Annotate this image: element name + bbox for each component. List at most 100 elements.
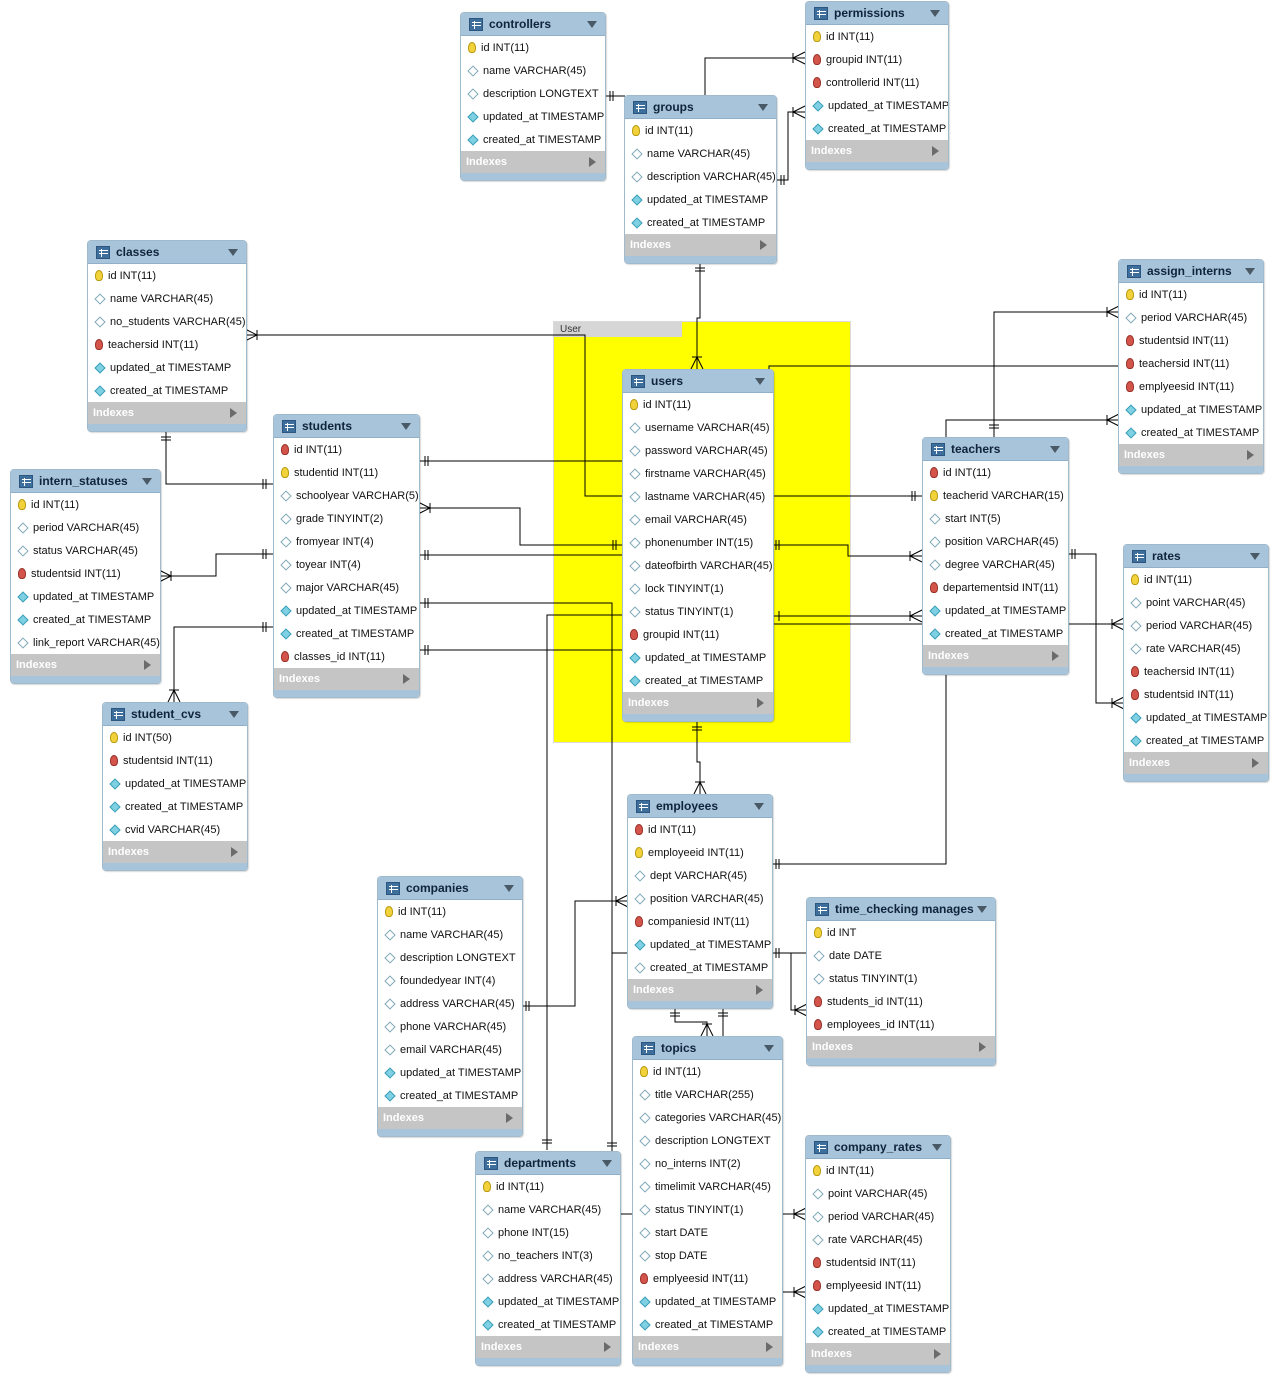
collapse-arrow-icon[interactable] xyxy=(754,803,764,810)
column-row[interactable]: password VARCHAR(45) xyxy=(623,439,773,462)
column-row[interactable]: rate VARCHAR(45) xyxy=(806,1228,950,1251)
table-header[interactable]: topics xyxy=(633,1037,782,1060)
expand-arrow-icon[interactable] xyxy=(756,985,763,995)
column-row[interactable]: id INT(11) xyxy=(628,818,772,841)
column-row[interactable]: email VARCHAR(45) xyxy=(378,1038,522,1061)
column-row[interactable]: description LONGTEXT xyxy=(378,946,522,969)
collapse-arrow-icon[interactable] xyxy=(930,10,940,17)
expand-arrow-icon[interactable] xyxy=(230,408,237,418)
column-row[interactable]: title VARCHAR(255) xyxy=(633,1083,782,1106)
column-row[interactable]: classes_id INT(11) xyxy=(274,645,419,668)
column-row[interactable]: phonenumber INT(15) xyxy=(623,531,773,554)
column-row[interactable]: position VARCHAR(45) xyxy=(628,887,772,910)
column-row[interactable]: major VARCHAR(45) xyxy=(274,576,419,599)
column-row[interactable]: phone INT(15) xyxy=(476,1221,620,1244)
table-header[interactable]: assign_interns xyxy=(1119,260,1263,283)
column-row[interactable]: id INT(11) xyxy=(923,461,1068,484)
table-header[interactable]: employees xyxy=(628,795,772,818)
user-layer-tab[interactable]: User xyxy=(554,322,682,337)
expand-arrow-icon[interactable] xyxy=(403,674,410,684)
column-row[interactable]: no_students VARCHAR(45) xyxy=(88,310,246,333)
column-row[interactable]: id INT(11) xyxy=(623,393,773,416)
column-row[interactable]: updated_at TIMESTAMP xyxy=(628,933,772,956)
table-header[interactable]: permissions xyxy=(806,2,948,25)
column-row[interactable]: grade TINYINT(2) xyxy=(274,507,419,530)
collapse-arrow-icon[interactable] xyxy=(229,711,239,718)
expand-arrow-icon[interactable] xyxy=(604,1342,611,1352)
column-row[interactable]: created_at TIMESTAMP xyxy=(274,622,419,645)
indexes-bar[interactable]: Indexes xyxy=(88,402,246,424)
column-row[interactable]: updated_at TIMESTAMP xyxy=(476,1290,620,1313)
table-header[interactable]: teachers xyxy=(923,438,1068,461)
column-row[interactable]: updated_at TIMESTAMP xyxy=(806,94,948,117)
column-row[interactable]: rate VARCHAR(45) xyxy=(1124,637,1268,660)
column-row[interactable]: updated_at TIMESTAMP xyxy=(103,772,247,795)
collapse-arrow-icon[interactable] xyxy=(932,1144,942,1151)
table-header[interactable]: controllers xyxy=(461,13,605,36)
column-row[interactable]: name VARCHAR(45) xyxy=(378,923,522,946)
column-row[interactable]: dept VARCHAR(45) xyxy=(628,864,772,887)
indexes-bar[interactable]: Indexes xyxy=(633,1336,782,1358)
indexes-bar[interactable]: Indexes xyxy=(476,1336,620,1358)
column-row[interactable]: created_at TIMESTAMP xyxy=(103,795,247,818)
column-row[interactable]: studentsid INT(11) xyxy=(1124,683,1268,706)
column-row[interactable]: updated_at TIMESTAMP xyxy=(1124,706,1268,729)
column-row[interactable]: period VARCHAR(45) xyxy=(1124,614,1268,637)
column-row[interactable]: updated_at TIMESTAMP xyxy=(274,599,419,622)
column-row[interactable]: updated_at TIMESTAMP xyxy=(461,105,605,128)
column-row[interactable]: no_interns INT(2) xyxy=(633,1152,782,1175)
column-row[interactable]: cvid VARCHAR(45) xyxy=(103,818,247,841)
table-header[interactable]: time_checking manages xyxy=(807,898,995,921)
table-header[interactable]: rates xyxy=(1124,545,1268,568)
collapse-arrow-icon[interactable] xyxy=(504,885,514,892)
column-row[interactable]: id INT(11) xyxy=(633,1060,782,1083)
expand-arrow-icon[interactable] xyxy=(757,698,764,708)
expand-arrow-icon[interactable] xyxy=(934,1349,941,1359)
table-header[interactable]: company_rates xyxy=(806,1136,950,1159)
column-row[interactable]: lastname VARCHAR(45) xyxy=(623,485,773,508)
table-header[interactable]: student_cvs xyxy=(103,703,247,726)
column-row[interactable]: description LONGTEXT xyxy=(633,1129,782,1152)
column-row[interactable]: name VARCHAR(45) xyxy=(88,287,246,310)
collapse-arrow-icon[interactable] xyxy=(142,478,152,485)
column-row[interactable]: id INT(11) xyxy=(461,36,605,59)
expand-arrow-icon[interactable] xyxy=(1052,651,1059,661)
column-row[interactable]: start INT(5) xyxy=(923,507,1068,530)
collapse-arrow-icon[interactable] xyxy=(977,906,987,913)
column-row[interactable]: id INT(11) xyxy=(476,1175,620,1198)
column-row[interactable]: students_id INT(11) xyxy=(807,990,995,1013)
column-row[interactable]: teachersid INT(11) xyxy=(88,333,246,356)
indexes-bar[interactable]: Indexes xyxy=(11,654,160,676)
table-header[interactable]: intern_statuses xyxy=(11,470,160,493)
table-header[interactable]: groups xyxy=(625,96,776,119)
column-row[interactable]: emplyeesid INT(11) xyxy=(1119,375,1263,398)
expand-arrow-icon[interactable] xyxy=(144,660,151,670)
column-row[interactable]: emplyeesid INT(11) xyxy=(633,1267,782,1290)
table-header[interactable]: companies xyxy=(378,877,522,900)
column-row[interactable]: groupid INT(11) xyxy=(806,48,948,71)
indexes-bar[interactable]: Indexes xyxy=(628,979,772,1001)
collapse-arrow-icon[interactable] xyxy=(401,423,411,430)
column-row[interactable]: created_at TIMESTAMP xyxy=(378,1084,522,1107)
collapse-arrow-icon[interactable] xyxy=(1245,268,1255,275)
column-row[interactable]: updated_at TIMESTAMP xyxy=(923,599,1068,622)
column-row[interactable]: created_at TIMESTAMP xyxy=(88,379,246,402)
collapse-arrow-icon[interactable] xyxy=(755,378,765,385)
column-row[interactable]: start DATE xyxy=(633,1221,782,1244)
column-row[interactable]: created_at TIMESTAMP xyxy=(806,1320,950,1343)
column-row[interactable]: studentid INT(11) xyxy=(274,461,419,484)
expand-arrow-icon[interactable] xyxy=(1247,450,1254,460)
column-row[interactable]: employees_id INT(11) xyxy=(807,1013,995,1036)
indexes-bar[interactable]: Indexes xyxy=(378,1107,522,1129)
column-row[interactable]: created_at TIMESTAMP xyxy=(1119,421,1263,444)
column-row[interactable]: id INT(11) xyxy=(11,493,160,516)
column-row[interactable]: updated_at TIMESTAMP xyxy=(633,1290,782,1313)
